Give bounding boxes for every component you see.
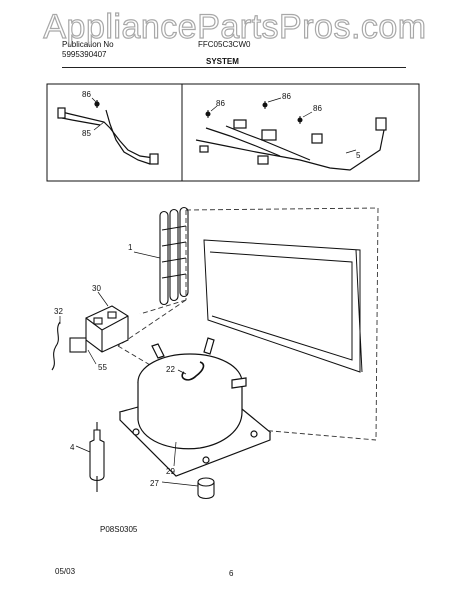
grommet (197, 477, 215, 500)
wire-32 (51, 321, 61, 371)
callout-30: 30 (92, 284, 101, 293)
leader-27 (161, 481, 199, 487)
compressor (118, 337, 272, 477)
wire-harness-85 (57, 100, 159, 165)
watermark-logo: AppliancePartsPros.com (43, 7, 427, 46)
leader-5 (345, 149, 357, 154)
screws-86 (205, 101, 303, 124)
model-number: FFC05C3CW0 (198, 40, 251, 49)
leader-86-c (302, 111, 313, 118)
filter-drier (89, 422, 105, 492)
callout-29: 29 (166, 467, 175, 476)
wire-22 (181, 361, 205, 381)
relay-overload (69, 305, 129, 353)
callout-86-left: 86 (82, 90, 91, 99)
callout-27: 27 (150, 479, 159, 488)
wire-harness-5 (195, 117, 387, 171)
page-number: 6 (229, 569, 234, 578)
leader-55 (87, 349, 97, 365)
freezer-liner (203, 239, 363, 373)
leader-29 (173, 441, 177, 467)
diagram-code: P08S0305 (100, 525, 138, 534)
callout-32: 32 (54, 307, 63, 316)
callout-4: 4 (70, 443, 75, 452)
publication-number: Publication No 5995390407 (62, 40, 114, 60)
callout-5: 5 (356, 151, 361, 160)
condenser-coil (159, 206, 189, 306)
leader-22 (177, 369, 187, 375)
section-title: SYSTEM (206, 57, 239, 66)
publication-label: Publication No (62, 40, 114, 49)
leader-1 (133, 251, 161, 259)
callout-55: 55 (98, 363, 107, 372)
callout-1: 1 (128, 243, 133, 252)
leader-85 (93, 121, 105, 131)
header-rule (62, 67, 406, 68)
footer-date: 05/03 (55, 567, 76, 576)
callout-85: 85 (82, 129, 91, 138)
leader-86-left (91, 97, 98, 104)
leader-86-b (267, 97, 282, 103)
leader-4 (75, 445, 91, 453)
inset-box (46, 83, 420, 182)
callout-22: 22 (166, 365, 175, 374)
publication-value: 5995390407 (62, 50, 107, 59)
callout-86-a: 86 (216, 99, 225, 108)
leader-30 (97, 291, 109, 307)
callout-86-c: 86 (313, 104, 322, 113)
leader-86-a (210, 105, 218, 112)
callout-86-b: 86 (282, 92, 291, 101)
